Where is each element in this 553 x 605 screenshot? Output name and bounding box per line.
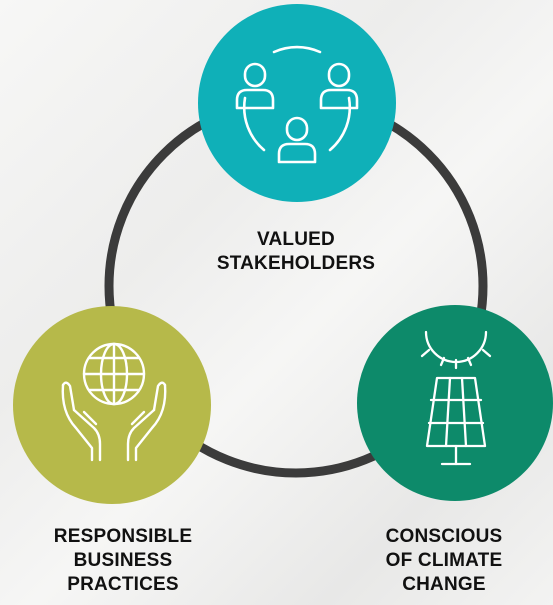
node-business: [13, 306, 211, 504]
node-stakeholders: [198, 4, 396, 202]
climate-label-line: CONSCIOUS: [385, 526, 503, 547]
stakeholders-label-line: VALUED: [257, 229, 335, 250]
climate-label-line: OF CLIMATE: [385, 550, 503, 571]
business-label-line: BUSINESS: [73, 550, 173, 571]
stakeholders-circle: [198, 4, 396, 202]
people-group-icon: [235, 45, 359, 164]
node-climate: [357, 305, 553, 501]
business-label-line: PRACTICES: [67, 574, 179, 595]
climate-label: CONSCIOUS OF CLIMATE CHANGE: [344, 525, 544, 597]
globe-in-hands-icon: [61, 342, 167, 462]
business-label: RESPONSIBLE BUSINESS PRACTICES: [18, 525, 228, 597]
climate-circle: [357, 305, 553, 501]
stakeholders-label-line: STAKEHOLDERS: [216, 253, 376, 274]
stakeholders-label: VALUED STAKEHOLDERS: [186, 228, 406, 276]
solar-panel-icon: [420, 330, 492, 466]
business-label-line: RESPONSIBLE: [53, 526, 193, 547]
climate-label-line: CHANGE: [402, 574, 486, 595]
